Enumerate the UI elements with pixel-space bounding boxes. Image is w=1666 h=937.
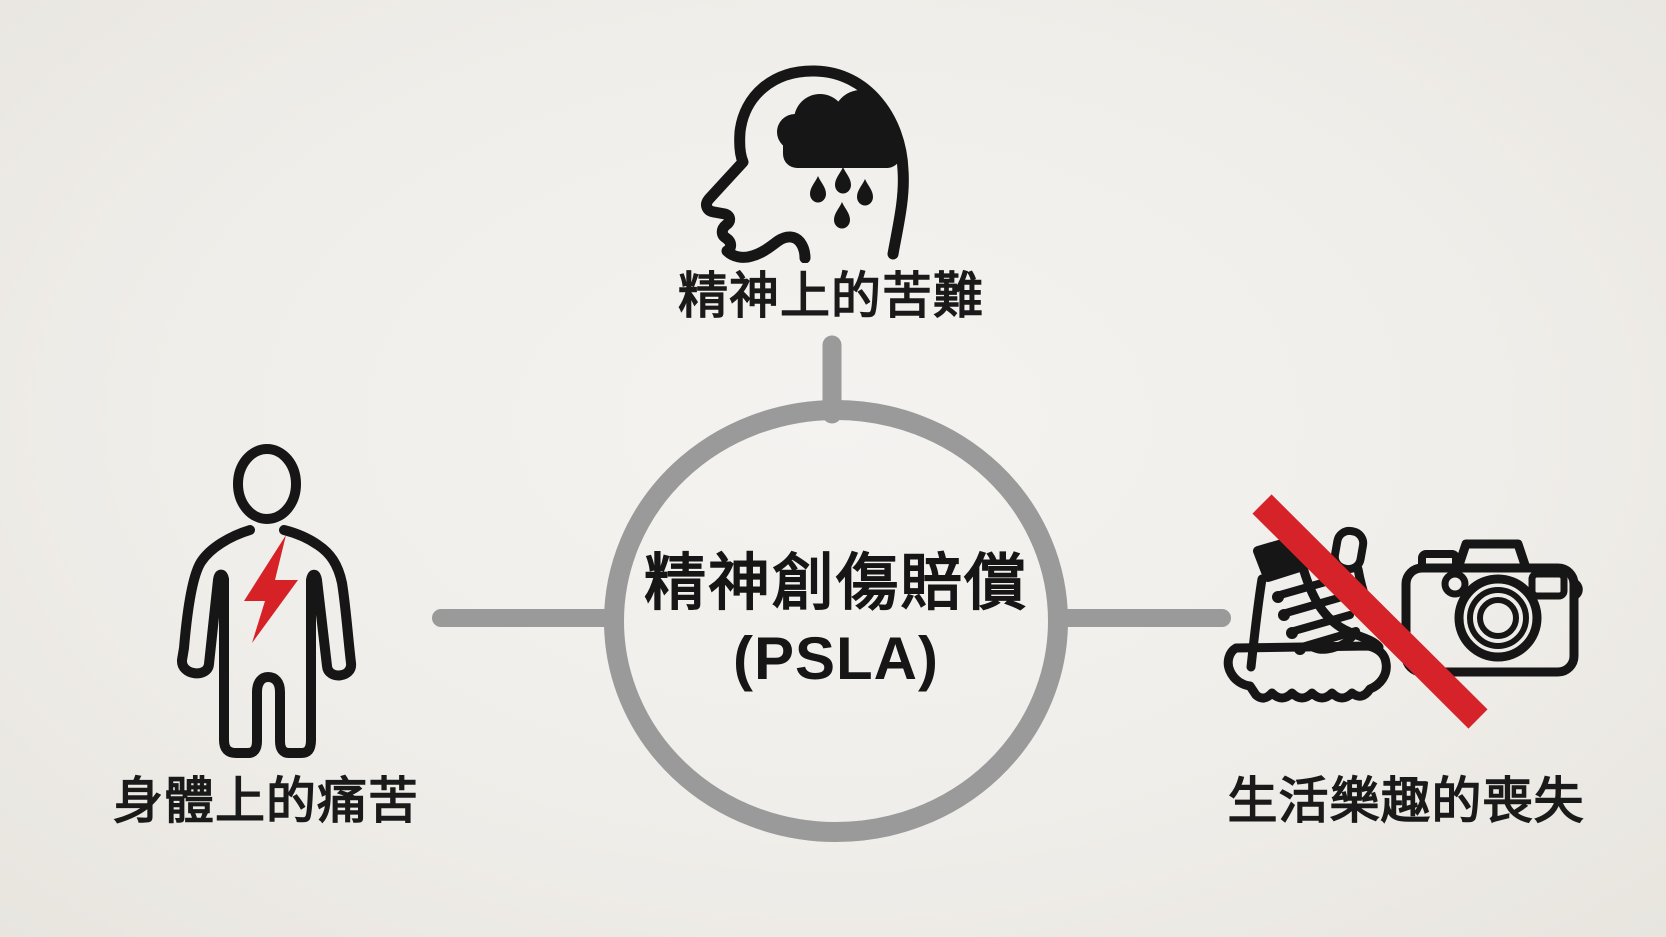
boot-sole (1223, 641, 1391, 703)
boot-back-edge (1246, 574, 1267, 672)
center-circle (604, 400, 1068, 842)
camera-body (1401, 563, 1579, 677)
camera-lens-mid (1467, 587, 1529, 649)
camera-lens-outer (1454, 574, 1542, 662)
center-title: 精神創傷賠償 (PSLA) (644, 549, 1028, 699)
camera-icon (1401, 539, 1583, 677)
head-outline (701, 65, 909, 263)
lightning-bolt-icon (244, 535, 298, 643)
camera-left-tab (1418, 550, 1460, 572)
label-loss-of-amenity: 生活樂趣的喪失 (1227, 773, 1585, 829)
camera-side-nub (1570, 578, 1583, 601)
human-body-outline-icon (177, 444, 356, 758)
body-head-outline (233, 444, 301, 524)
center-title-line2: (PSLA) (733, 625, 939, 692)
rain-drops (810, 167, 873, 229)
label-mental-suffering: 精神上的苦難 (678, 268, 984, 324)
strikethrough-line (1252, 494, 1488, 729)
boot-vamp (1299, 566, 1384, 652)
camera-viewfinder (1441, 570, 1469, 598)
body-silhouette (177, 525, 356, 758)
label-physical-pain: 身體上的痛苦 (113, 773, 419, 829)
camera-lens-inner (1477, 597, 1519, 639)
camera-prism (1453, 539, 1531, 573)
rain-cloud (777, 90, 901, 168)
center-title-line1: 精神創傷賠償 (643, 549, 1029, 618)
boot-eyelets (1272, 591, 1306, 655)
camera-flash-window (1528, 570, 1568, 600)
boot-lace-end (1310, 629, 1360, 654)
head-profile-rain-cloud-icon (701, 65, 909, 263)
